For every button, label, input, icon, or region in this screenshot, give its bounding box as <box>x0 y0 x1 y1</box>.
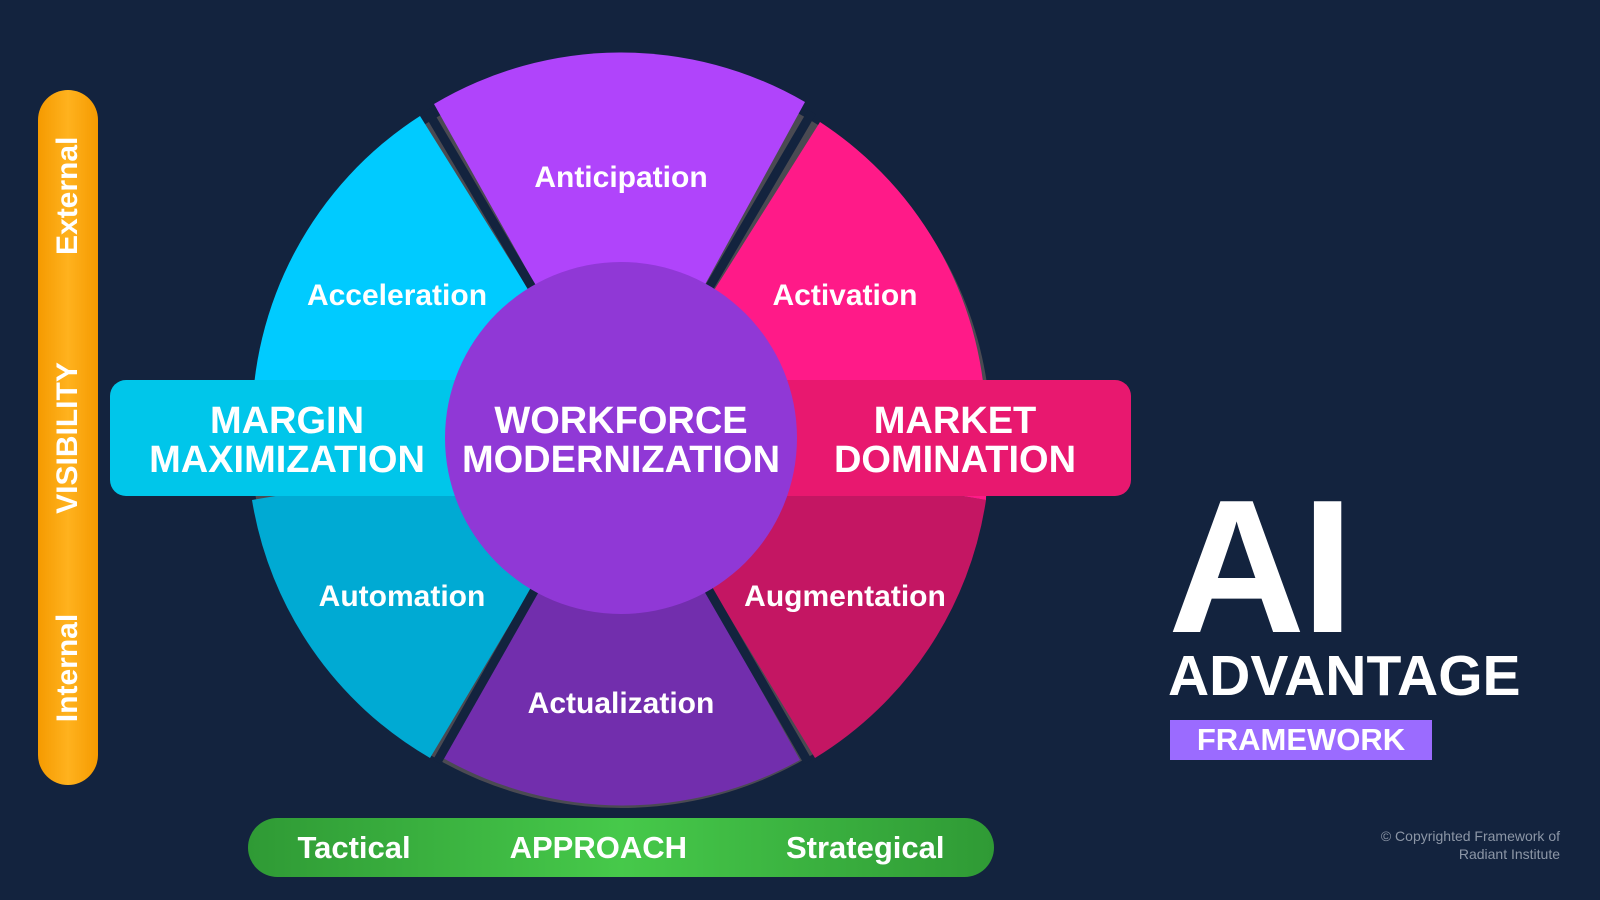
title-ai: AI <box>1168 461 1354 673</box>
segment-actualization <box>443 438 800 806</box>
copyright-line2: Radiant Institute <box>1458 846 1560 862</box>
segment-label: Anticipation <box>534 161 707 194</box>
center-line2: MODERNIZATION <box>462 439 780 481</box>
segment-label: Acceleration <box>307 279 487 312</box>
copyright-line1: © Copyrighted Framework of <box>1380 828 1560 844</box>
segment-label: Activation <box>772 279 917 312</box>
pillar-right-line1: MARKET <box>874 400 1037 442</box>
approach-strategical-label: Strategical <box>785 829 945 865</box>
title-advantage: ADVANTAGE <box>1168 644 1521 708</box>
center-line1: WORKFORCE <box>494 400 747 442</box>
pillar-left-line2: MAXIMIZATION <box>149 439 425 481</box>
approach-axis-label: APPROACH <box>509 829 688 865</box>
approach-axis-bar: Tactical APPROACH Strategical <box>248 818 994 877</box>
title-framework-badge: FRAMEWORK <box>1170 720 1432 760</box>
segment-label: Automation <box>319 580 486 613</box>
segment-label: Augmentation <box>744 580 946 613</box>
pillar-right-line2: DOMINATION <box>834 439 1076 481</box>
copyright-note: © Copyrighted Framework of Radiant Insti… <box>1381 827 1560 863</box>
pillar-left-line1: MARGIN <box>210 400 364 442</box>
visibility-axis-bar: External VISIBILITY Internal <box>38 90 98 785</box>
center-circle <box>445 262 797 614</box>
approach-tactical-label: Tactical <box>297 829 411 865</box>
segment-anticipation <box>434 52 805 439</box>
segment-label: Actualization <box>528 687 715 720</box>
